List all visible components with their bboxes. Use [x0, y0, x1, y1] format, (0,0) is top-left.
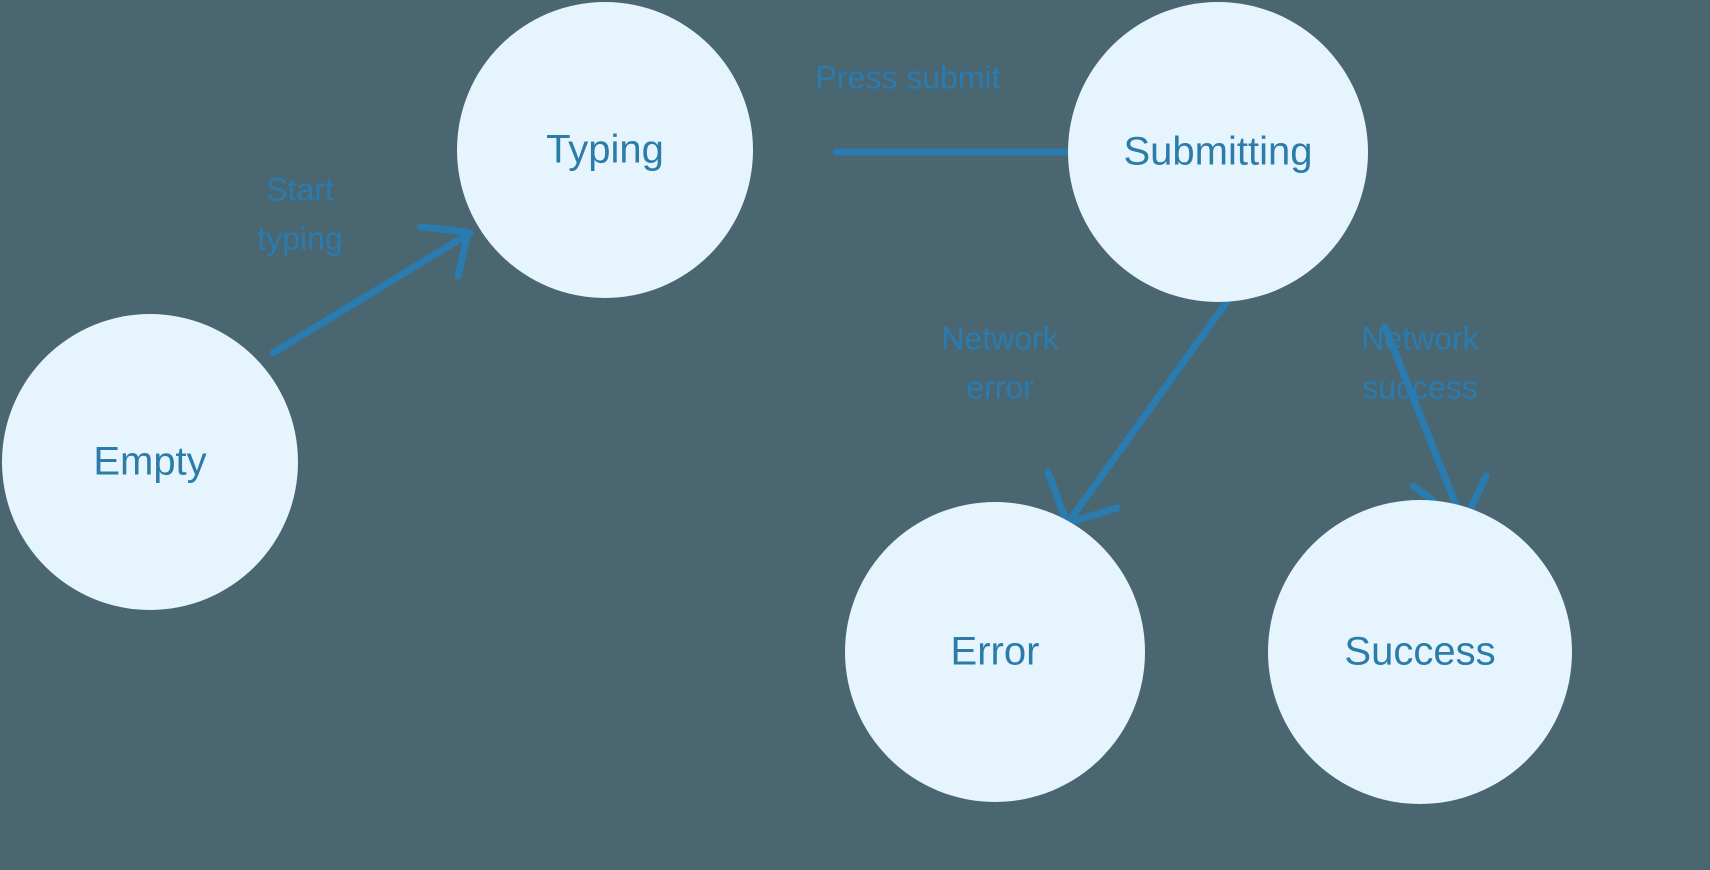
- transition-label-press-submit-line1: Press submit: [816, 59, 1001, 95]
- state-node-empty-circle: [2, 314, 298, 610]
- state-node-typing-label: Typing: [546, 128, 664, 172]
- transition-submitting-to-error-line: [1066, 296, 1232, 524]
- state-node-submitting[interactable]: Submitting: [1068, 2, 1368, 302]
- transition-label-start-typing-line1: Start: [266, 171, 334, 207]
- transition-label-press-submit: Press submit: [816, 59, 1001, 95]
- state-node-error[interactable]: Error: [845, 502, 1145, 802]
- transition-label-network-error-line2: error: [966, 369, 1034, 405]
- state-node-error-label: Error: [951, 630, 1040, 674]
- transition-submitting-to-success-line: [1381, 323, 1466, 524]
- state-node-success[interactable]: Success: [1268, 500, 1572, 804]
- transition-label-start-typing: Start typing: [257, 171, 342, 256]
- state-node-submitting-circle: [1068, 2, 1368, 302]
- state-node-success-label: Success: [1344, 630, 1495, 674]
- transition-label-network-error: Network error: [941, 320, 1059, 405]
- transition-label-network-success: Network success: [1361, 320, 1479, 405]
- transition-empty-to-typing[interactable]: [269, 223, 474, 357]
- state-node-error-circle: [845, 502, 1145, 802]
- state-node-submitting-label: Submitting: [1124, 130, 1313, 174]
- transition-label-network-success-line2: success: [1362, 369, 1478, 405]
- transition-submitting-to-error[interactable]: [1044, 296, 1232, 527]
- state-node-typing-circle: [457, 2, 753, 298]
- state-node-success-circle: [1268, 500, 1572, 804]
- state-node-empty[interactable]: Empty: [2, 314, 298, 610]
- transition-empty-to-typing-arrowhead: [417, 223, 472, 280]
- state-node-typing[interactable]: Typing: [457, 2, 753, 298]
- transition-label-network-error-line1: Network: [941, 320, 1059, 356]
- transition-label-start-typing-line2: typing: [257, 220, 342, 256]
- transition-label-network-success-line1: Network: [1361, 320, 1479, 356]
- transition-empty-to-typing-line: [269, 229, 474, 357]
- state-node-empty-label: Empty: [93, 440, 206, 484]
